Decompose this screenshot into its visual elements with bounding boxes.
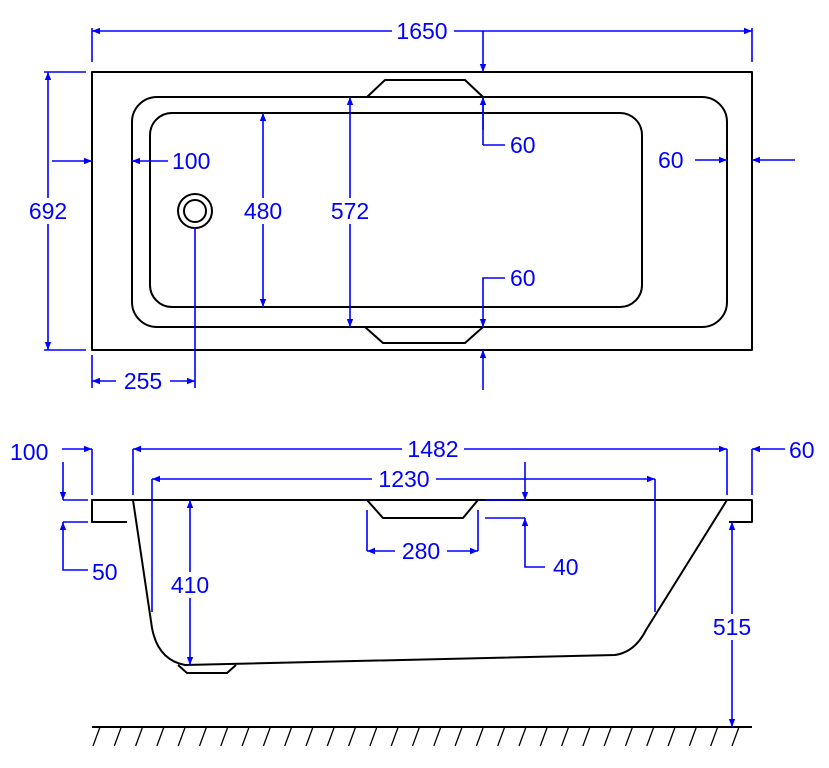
dim-headrest-depth: 40 bbox=[553, 554, 579, 580]
hatch-line bbox=[241, 726, 250, 747]
hatch-line bbox=[177, 726, 186, 747]
hatch-line bbox=[411, 726, 421, 747]
dim-total-height: 515 bbox=[713, 614, 751, 640]
dim-top-length: 1482 bbox=[407, 436, 458, 462]
dim-bottom-length: 1230 bbox=[378, 466, 429, 492]
headrest-bottom bbox=[364, 326, 484, 344]
hatch-line bbox=[326, 726, 335, 747]
hatch-line bbox=[262, 726, 272, 747]
floor-hatching bbox=[92, 726, 740, 747]
dim-rim-left: 100 bbox=[172, 148, 210, 174]
hatch-line bbox=[475, 726, 485, 747]
hatch-line bbox=[539, 726, 548, 747]
top-view: 1650 60 60 692 100 480 572 60 bbox=[22, 18, 795, 394]
hatch-line bbox=[582, 726, 591, 747]
hatch-line bbox=[497, 726, 506, 747]
hatch-line bbox=[347, 726, 357, 747]
hatch-line bbox=[92, 726, 101, 747]
side-view: 1482 1230 100 50 410 280 40 60 bbox=[10, 436, 815, 747]
dim-basin-width: 480 bbox=[244, 198, 282, 224]
hatch-line bbox=[198, 726, 208, 747]
hatch-line bbox=[688, 726, 698, 747]
tub-basin-outline bbox=[149, 112, 643, 308]
hatch-line bbox=[454, 726, 463, 747]
hatch-line bbox=[433, 726, 442, 747]
headrest-top bbox=[366, 79, 484, 98]
hatch-line bbox=[134, 726, 144, 747]
tub-rim-outline bbox=[131, 96, 728, 328]
dim-lip-height: 50 bbox=[92, 559, 118, 585]
tub-body-profile bbox=[132, 499, 728, 666]
drain-inner bbox=[183, 199, 207, 223]
dim-lip-right: 60 bbox=[789, 437, 815, 463]
headrest-recess bbox=[366, 499, 479, 519]
dim-rim-bottom: 60 bbox=[510, 265, 536, 291]
hatch-line bbox=[113, 726, 122, 747]
tub-outer-outline bbox=[91, 71, 753, 351]
hatch-line bbox=[220, 726, 229, 747]
dim-headrest-length: 280 bbox=[402, 538, 440, 564]
hatch-line bbox=[284, 726, 293, 747]
dim-inner-width: 572 bbox=[331, 198, 369, 224]
hatch-line bbox=[390, 726, 399, 747]
dim-overall-width: 692 bbox=[29, 198, 67, 224]
hatch-line bbox=[369, 726, 378, 747]
hatch-line bbox=[560, 726, 570, 747]
hatch-line bbox=[710, 726, 719, 747]
hatch-line bbox=[624, 726, 634, 747]
dim-rim-top: 60 bbox=[510, 132, 536, 158]
dim-overall-length: 1650 bbox=[396, 18, 447, 44]
hatch-line bbox=[603, 726, 612, 747]
hatch-line bbox=[731, 726, 740, 747]
dim-rim-right: 60 bbox=[658, 147, 684, 173]
hatch-line bbox=[667, 726, 676, 747]
hatch-line bbox=[646, 726, 655, 747]
hatch-line bbox=[156, 726, 165, 747]
tub-foot bbox=[177, 664, 237, 674]
dim-lip-left: 100 bbox=[10, 439, 48, 465]
hatch-line bbox=[305, 726, 314, 747]
dim-depth: 410 bbox=[171, 572, 209, 598]
dim-drain-offset: 255 bbox=[124, 368, 162, 394]
hatch-line bbox=[518, 726, 527, 747]
tub-rim-profile bbox=[91, 499, 753, 523]
